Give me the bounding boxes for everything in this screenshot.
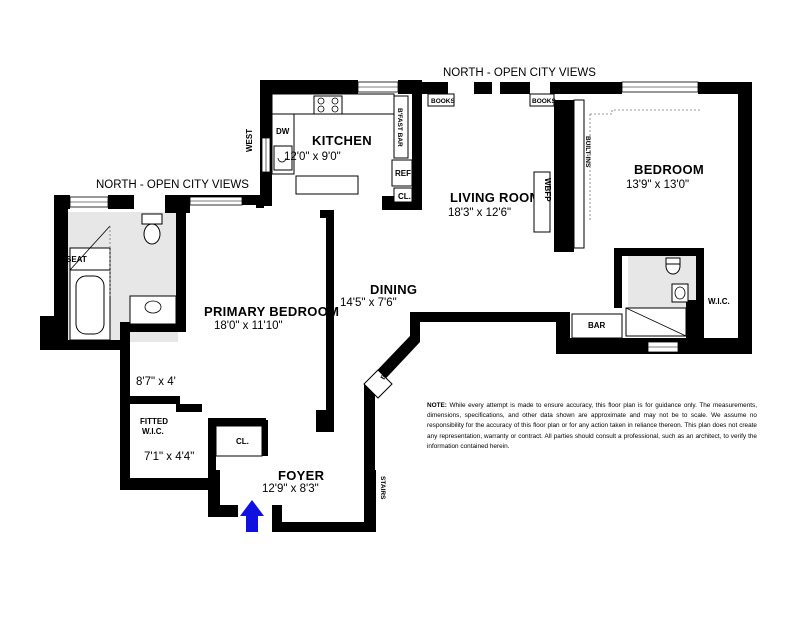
foyer-closet-label: CL. [236,437,249,446]
built-ins-outline [589,109,702,220]
windows [69,81,699,353]
living-room-title: LIVING ROOM [450,190,541,205]
bedroom-wic-label: W.I.C. [708,297,730,306]
walls [40,80,752,532]
seat-label: SEAT [66,255,87,264]
dining-title: DINING [370,282,417,297]
fitted-wic-dimensions: 7'1" x 4'4" [144,451,194,463]
fitted-wic-label-line1: FITTED [140,417,168,426]
stairs-label: STAIRS [379,476,386,500]
bookshelves [427,93,585,249]
disclaimer-note: NOTE: While every attempt is made to ens… [427,401,757,452]
foyer-dimensions: 12'9" x 8'3" [262,483,319,495]
foyer-title: FOYER [278,468,325,483]
closet-dimensions: 8'7" x 4' [136,376,176,388]
disclaimer-heading: NOTE: [427,402,447,409]
kitchen-dimensions: 12'0" x 9'0" [284,151,341,163]
bedroom-dimensions: 13'9" x 13'0" [626,179,689,191]
bedroom-title: BEDROOM [634,162,704,177]
dining-built-in [363,369,393,399]
books-label-2: BOOKS [532,98,557,105]
kitchen-title: KITCHEN [312,133,372,148]
built-ins-label: BUILT-INS [584,136,591,168]
books-label-1: BOOKS [431,98,456,105]
fitted-wic-label-line2: W.I.C. [142,427,164,436]
entry-arrow-icon [240,500,264,532]
foyer-closet [215,425,263,457]
wbfp-box [533,171,551,233]
kitchen-closet-label: CL. [398,192,411,201]
kitchen-fixtures [271,93,413,203]
breakfast-bar-label: B'FAST BAR [396,108,403,147]
wbfp-label: WBFP [543,178,552,202]
primary-bedroom-title: PRIMARY BEDROOM [204,304,339,319]
north-label-left: NORTH - OPEN CITY VIEWS [96,179,249,191]
west-label: WEST [245,129,254,152]
dining-dimensions: 14'5" x 7'6" [340,297,397,309]
primary-bath-fixtures [69,213,177,341]
primary-bedroom-dimensions: 18'0" x 11'10" [214,320,283,332]
refrigerator-label: REF [395,169,411,178]
bedroom-bath-fixtures [571,257,689,339]
living-room-dimensions: 18'3" x 12'6" [448,207,511,219]
disclaimer-text: While every attempt is made to ensure ac… [427,402,758,450]
dishwasher-label: DW [276,127,290,136]
north-label-top: NORTH - OPEN CITY VIEWS [443,67,596,79]
bar-label: BAR [588,321,606,330]
